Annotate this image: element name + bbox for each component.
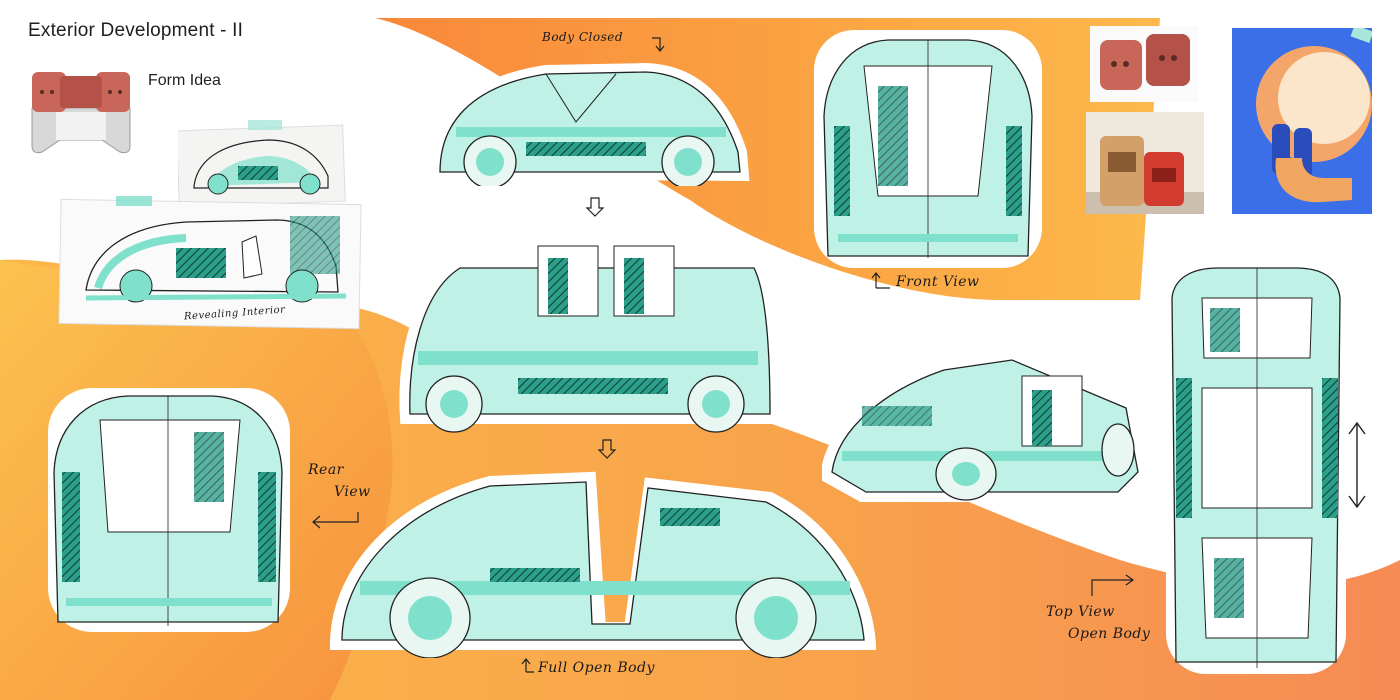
form-idea-speaker (31, 72, 131, 154)
perspective-view-sketch (822, 349, 1151, 502)
double-arrow-vertical-icon (1348, 421, 1366, 509)
arrow-up-icon (871, 272, 890, 289)
arrow-down-icon (597, 439, 617, 459)
rear-view-sketch (48, 388, 290, 632)
body-closed-label: Body Closed (542, 30, 624, 44)
full-open-body-label: Full Open Body (538, 660, 655, 676)
arrow-down-icon (652, 37, 665, 52)
arrow-right-icon (1091, 574, 1135, 596)
arrow-left-icon (312, 512, 359, 529)
side-view-half-open-sketch (399, 245, 780, 433)
top-view-label-line2: Open Body (1068, 626, 1151, 642)
rear-view-label-line1: Rear (308, 462, 344, 478)
arrow-up-icon (521, 658, 534, 673)
furniture-photo (1086, 112, 1204, 214)
form-idea-label: Form Idea (148, 72, 221, 89)
side-view-closed-sketch (428, 62, 750, 186)
rear-view-label-line2: View (334, 484, 371, 500)
speaker-photo (1090, 26, 1198, 102)
thumbnail-sketch-small (178, 120, 346, 206)
device-photo (1232, 28, 1372, 214)
top-view-sketch (1166, 260, 1346, 674)
revealing-interior-sketch (58, 196, 362, 330)
top-view-label-line1: Top View (1046, 604, 1115, 620)
front-view-label: Front View (896, 274, 980, 290)
board-title: Exterior Development - II (28, 20, 244, 41)
arrow-down-icon (585, 197, 605, 217)
front-view-sketch (814, 30, 1042, 268)
side-view-full-open-sketch (330, 471, 876, 658)
